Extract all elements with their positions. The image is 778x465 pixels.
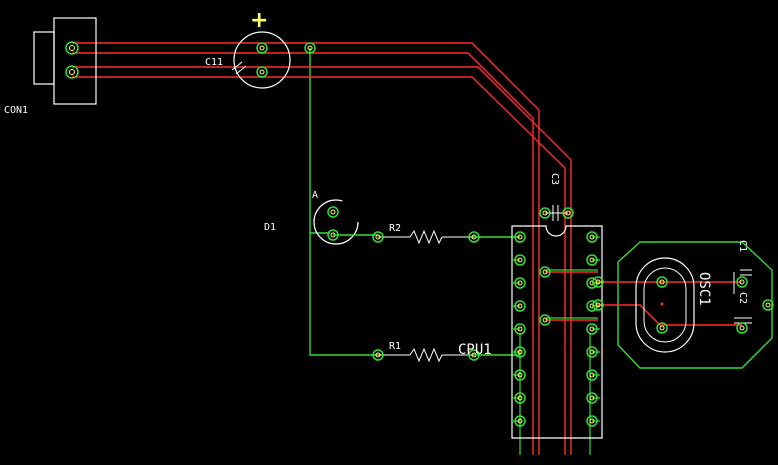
cpu1-pins bbox=[512, 231, 604, 427]
cpu1-via-4 bbox=[592, 299, 604, 311]
cpu1-pin-left-3 bbox=[512, 277, 526, 289]
cpu1-pin-right-2 bbox=[586, 254, 600, 266]
c2-label: C2 bbox=[737, 292, 748, 304]
cpu1-pin-left-7 bbox=[512, 369, 526, 381]
cpu1-via-1 bbox=[539, 266, 551, 278]
c2-capacitor[interactable] bbox=[734, 317, 752, 334]
top-layer-traces bbox=[72, 42, 742, 455]
cpu1-pin-right-8 bbox=[586, 392, 600, 404]
c11-polarity-marker: + bbox=[250, 8, 268, 33]
power-trace-2b bbox=[72, 76, 566, 455]
power-trace-1a bbox=[72, 42, 540, 455]
osc1-crystal[interactable] bbox=[635, 257, 695, 353]
c11-capacitor[interactable] bbox=[231, 31, 291, 89]
osc1-pad-2 bbox=[656, 322, 668, 334]
via-ground-top bbox=[304, 42, 316, 54]
c2-pad bbox=[736, 322, 748, 334]
c3-pad-2 bbox=[562, 207, 574, 219]
d1-label: D1 bbox=[264, 222, 276, 233]
con1-pad-1 bbox=[65, 41, 79, 55]
cpu1-pin-right-1 bbox=[586, 231, 600, 243]
osc-outline-trace bbox=[617, 241, 773, 369]
d1-anode-label: A bbox=[312, 190, 318, 201]
cpu1-pin-left-6 bbox=[512, 346, 526, 358]
c1-pad bbox=[736, 276, 748, 288]
power-trace-2a bbox=[72, 66, 572, 455]
c11-pad-1 bbox=[256, 42, 268, 54]
cpu1-label: CPU1 bbox=[458, 342, 492, 358]
c11-label: C11 bbox=[205, 57, 223, 68]
cpu1-pin-left-5 bbox=[512, 323, 526, 335]
power-trace-1b bbox=[72, 52, 534, 455]
cpu1-chip[interactable] bbox=[511, 225, 604, 439]
r1-pad-1 bbox=[372, 349, 384, 361]
osc1-label: OSC1 bbox=[696, 272, 712, 306]
d1-led[interactable] bbox=[313, 199, 378, 245]
r2-pad-1 bbox=[372, 231, 384, 243]
osc1-pad-1 bbox=[656, 276, 668, 288]
cpu1-pin-right-9 bbox=[586, 415, 600, 427]
cpu1-via-2 bbox=[539, 314, 551, 326]
cpu1-pin-left-4 bbox=[512, 300, 526, 312]
bottom-layer-traces bbox=[309, 48, 773, 369]
cpu1-pin-right-6 bbox=[586, 346, 600, 358]
c3-label: C3 bbox=[549, 173, 560, 185]
cpu1-via-3 bbox=[592, 276, 604, 288]
cpu1-pin-left-1 bbox=[512, 231, 526, 243]
c1-label: C1 bbox=[737, 240, 748, 252]
cpu1-pin-right-7 bbox=[586, 369, 600, 381]
r2-resistor[interactable] bbox=[372, 229, 480, 245]
c3-pad-1 bbox=[539, 207, 551, 219]
c3-capacitor[interactable] bbox=[539, 205, 574, 221]
cpu1-pin-left-2 bbox=[512, 254, 526, 266]
cpu1-pin-left-8 bbox=[512, 392, 526, 404]
con1-connector[interactable] bbox=[33, 17, 97, 105]
d1-pad-1 bbox=[327, 206, 339, 218]
osc-trace-2 bbox=[598, 304, 742, 326]
cpu1-pin-left-9 bbox=[512, 415, 526, 427]
r2-label: R2 bbox=[389, 223, 401, 234]
cpu1-pin-right-5 bbox=[586, 323, 600, 335]
c11-pad-2 bbox=[256, 66, 268, 78]
c1-capacitor[interactable] bbox=[733, 269, 752, 294]
osc-ground-pad bbox=[762, 299, 774, 311]
con1-pad-2 bbox=[65, 65, 79, 79]
con1-label: CON1 bbox=[4, 105, 28, 116]
ground-bus-trace bbox=[309, 48, 378, 356]
r1-label: R1 bbox=[389, 341, 401, 352]
